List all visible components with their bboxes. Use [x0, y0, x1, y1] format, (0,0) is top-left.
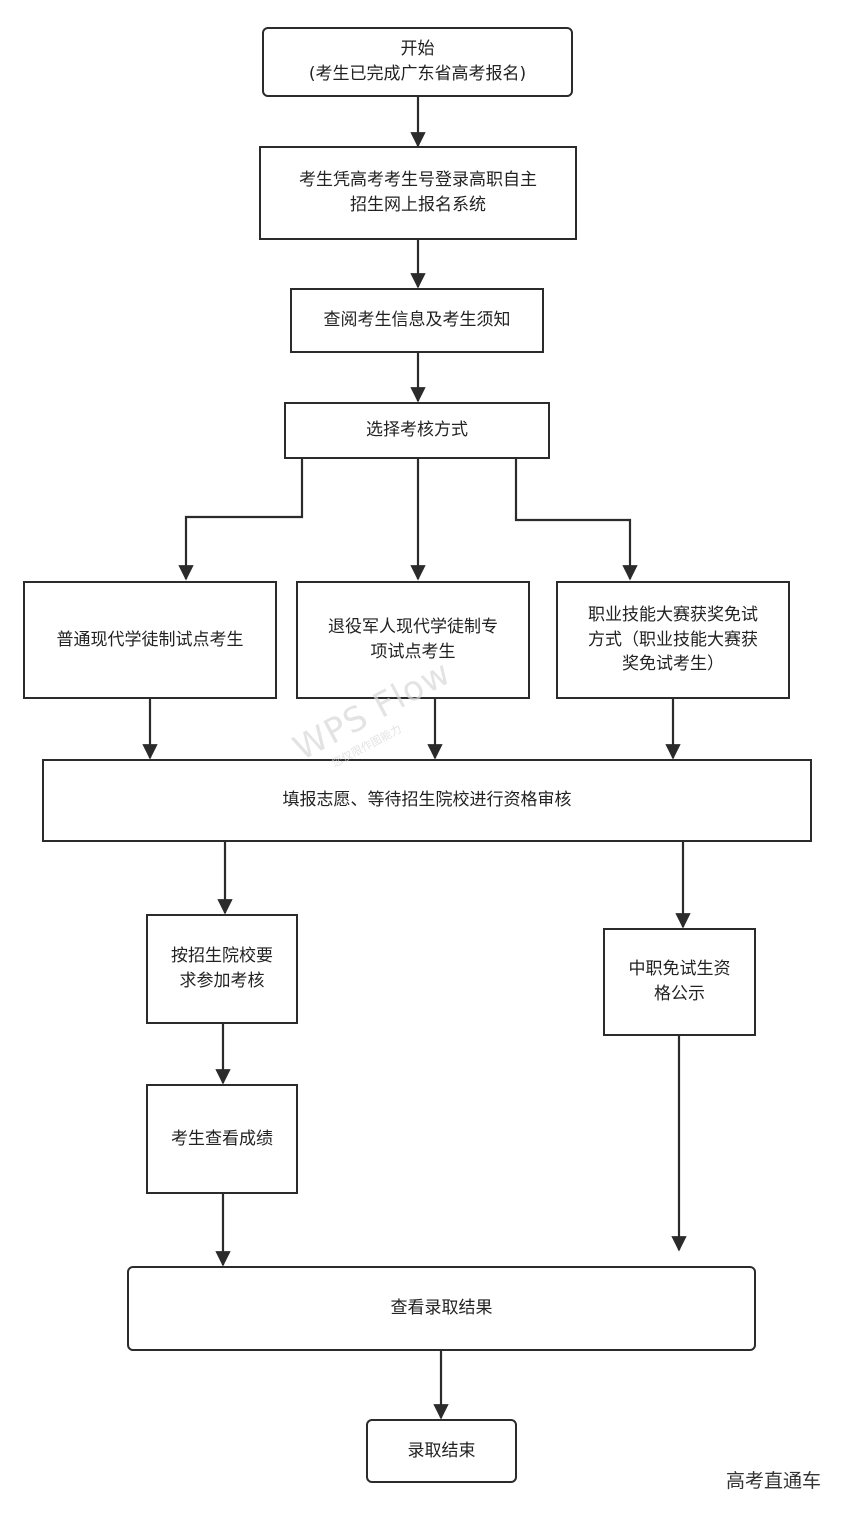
arrow-choose-to-regular [178, 458, 304, 581]
check-results-label: 查看录取结果 [390, 1298, 493, 1319]
check-results-step: 查看录取结果 [127, 1266, 756, 1351]
fill-apply-step: 填报志愿、等待招生院校进行资格审核 [42, 759, 812, 842]
path-regular-node: 普通现代学徒制试点考生 [23, 581, 277, 699]
login-step: 考生凭高考考生号登录高职自主 招生网上报名系统 [259, 146, 577, 240]
path-veteran-line2: 项试点考生 [370, 642, 456, 662]
start-title: 开始 [400, 39, 435, 60]
brand-label: 高考直通车 [725, 1470, 821, 1492]
path-veteran-node: 退役军人现代学徒制专 项试点考生 [296, 581, 530, 699]
path-regular-label: 普通现代学徒制试点考生 [56, 629, 244, 650]
exempt-notice-step: 中职免试生资 格公示 [603, 928, 756, 1036]
review-info-step: 查阅考生信息及考生须知 [290, 288, 544, 353]
path-skills-line2: 方式（职业技能大赛获 [588, 629, 758, 650]
review-info-label: 查阅考生信息及考生须知 [323, 310, 511, 331]
end-label: 录取结束 [407, 1440, 476, 1461]
fill-apply-label: 填报志愿、等待招生院校进行资格审核 [282, 790, 572, 811]
login-step-line2: 招生网上报名系统 [350, 195, 486, 215]
path-veteran-line1: 退役军人现代学徒制专 [328, 617, 498, 638]
choose-method-step: 选择考核方式 [284, 402, 550, 459]
start-note: (考生已完成广东省高考报名) [308, 64, 527, 84]
end-node: 录取结束 [366, 1419, 517, 1483]
exempt-notice-line2: 格公示 [654, 984, 705, 1004]
exempt-notice-line1: 中职免试生资 [628, 959, 731, 980]
check-scores-step: 考生查看成绩 [146, 1084, 298, 1194]
school-exam-step: 按招生院校要 求参加考核 [146, 914, 298, 1024]
start-node: 开始 (考生已完成广东省高考报名) [262, 27, 573, 97]
school-exam-line1: 按招生院校要 [171, 946, 273, 967]
school-exam-line2: 求参加考核 [179, 971, 265, 991]
choose-method-label: 选择考核方式 [366, 420, 468, 441]
path-skills-node: 职业技能大赛获奖免试 方式（职业技能大赛获 奖免试考生） [556, 581, 790, 699]
path-skills-line3: 奖免试考生） [622, 654, 724, 675]
arrow-choose-to-skills [514, 458, 638, 581]
login-step-line1: 考生凭高考考生号登录高职自主 [299, 170, 537, 191]
check-scores-label: 考生查看成绩 [171, 1128, 273, 1149]
path-skills-line1: 职业技能大赛获奖免试 [588, 605, 758, 626]
